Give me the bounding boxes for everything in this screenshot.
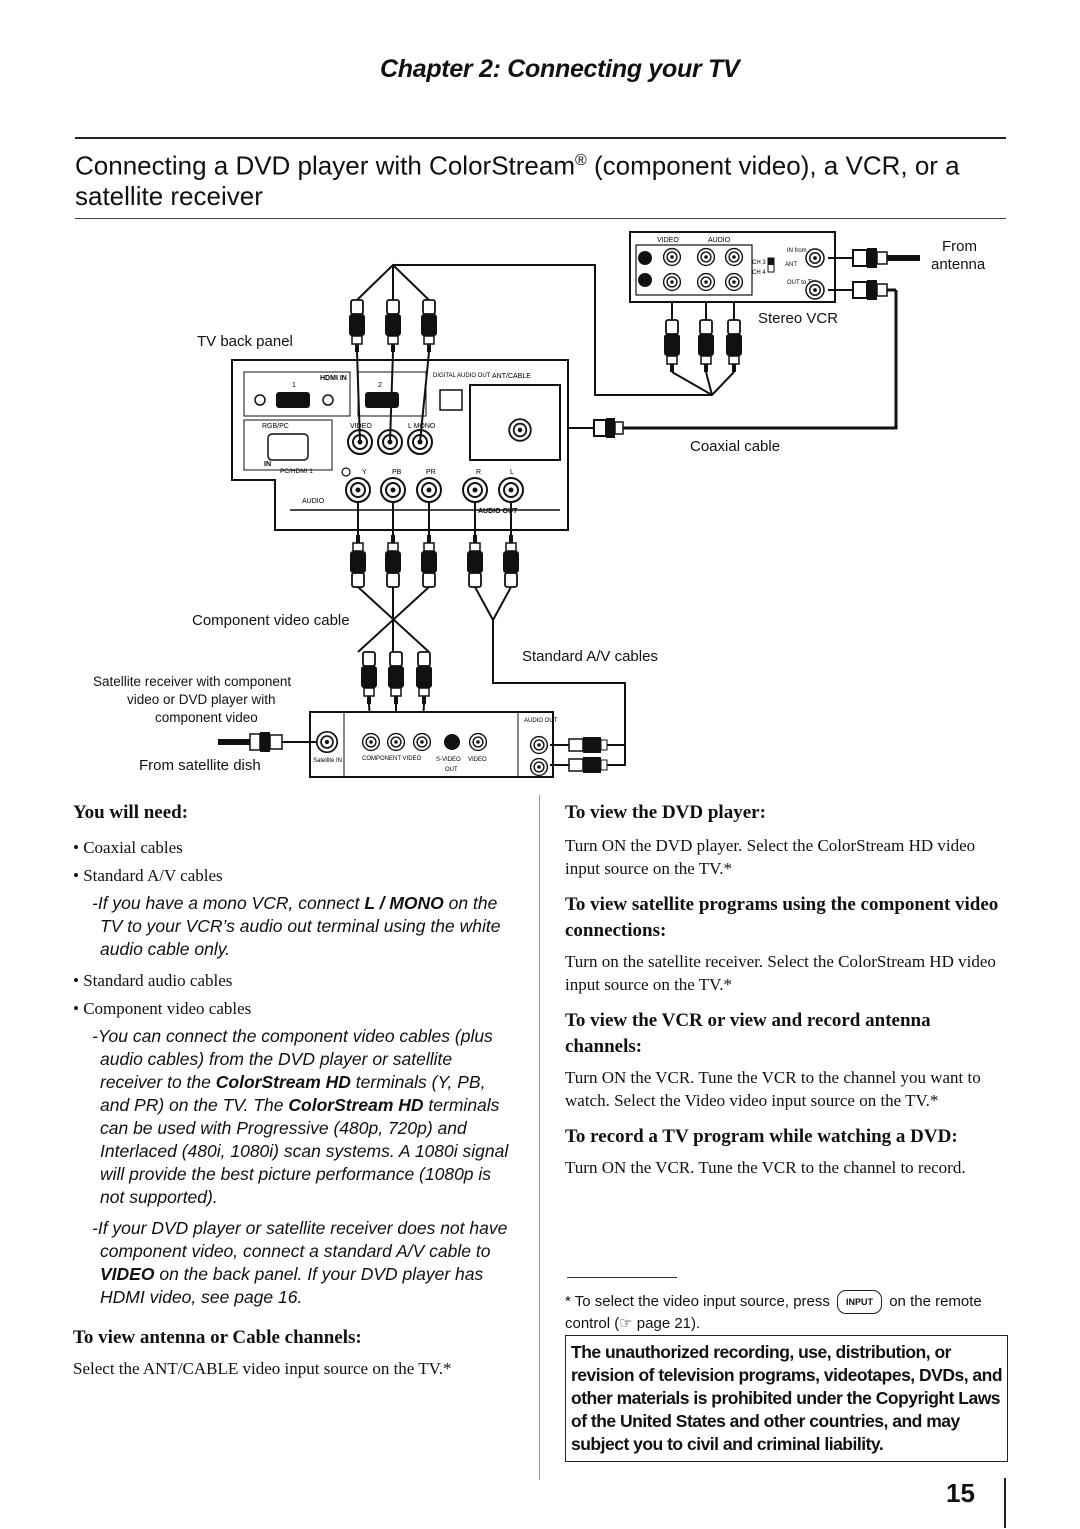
from-antenna-label-1: From xyxy=(942,238,977,255)
from-antenna-label-2: antenna xyxy=(931,256,986,273)
vcr-text: Turn ON the VCR. Tune the VCR to the cha… xyxy=(565,1068,981,1110)
column-divider xyxy=(539,795,540,1480)
input-key-icon: INPUT xyxy=(837,1290,883,1314)
standard-av-cables-item: • Standard A/V cables xyxy=(73,866,223,885)
tv-audio-label: AUDIO xyxy=(302,498,325,505)
tv-audio-out-label: AUDIO OUT xyxy=(478,508,518,515)
note3-text-a: -If your DVD player or satellite receive… xyxy=(92,1218,508,1261)
tv-hdmi-in-label: HDMI IN xyxy=(320,375,347,382)
dvd-heading: To view the DVD player: xyxy=(565,802,766,823)
satellite-heading: To view satellite programs using the com… xyxy=(565,894,999,941)
dvd-text: Turn ON the DVD player. Select the Color… xyxy=(565,836,976,878)
tv-back-panel: HDMI IN 1 2 DIGITAL AUDIO OUT ANT/CABLE … xyxy=(231,359,569,531)
record-text: Turn ON the VCR. Tune the VCR to the cha… xyxy=(565,1158,966,1177)
page-number: 15 xyxy=(946,1478,975,1508)
note3-text-c: on the back panel. If your DVD player ha… xyxy=(100,1264,484,1307)
footnote: * To select the video input source, pres… xyxy=(565,1290,1010,1334)
section-title-part1: Connecting a DVD player with ColorStream xyxy=(75,150,575,181)
vcr-video-label: VIDEO xyxy=(657,237,679,244)
sat-svideo-label: S-VIDEO xyxy=(436,757,461,763)
footnote-text-a: * To select the video input source, pres… xyxy=(565,1292,830,1310)
sat-video-label: VIDEO xyxy=(468,757,487,763)
tv-hdmi-1-label: 1 xyxy=(292,382,296,389)
component-video-cables-item: • Component video cables xyxy=(73,999,252,1018)
footnote-text-b: on the remote control (☞ page 21). xyxy=(565,1292,982,1332)
antenna-connector xyxy=(620,248,920,430)
sat-component-label: COMPONENT VIDEO xyxy=(362,756,422,762)
mono-vcr-note: -If you have a mono VCR, connect L / MON… xyxy=(73,892,518,961)
tv-r-label: R xyxy=(476,469,481,476)
vcr-heading: To view the VCR or view and record anten… xyxy=(565,1010,931,1057)
vcr-audio-label: AUDIO xyxy=(708,237,731,244)
tv-video-label: VIDEO xyxy=(350,423,372,430)
registered-mark: ® xyxy=(575,152,587,169)
vcr-ch4-label: CH 4 xyxy=(752,270,766,276)
sat-audio-out-label: AUDIO OUT xyxy=(524,718,558,724)
satellite-receiver-label-3: component video xyxy=(155,710,258,725)
no-component-note: -If your DVD player or satellite receive… xyxy=(73,1217,518,1309)
vcr-panel: VIDEO AUDIO CH 3 CH 4 IN from ANT OUT to… xyxy=(629,231,836,303)
connection-diagram: VIDEO AUDIO CH 3 CH 4 IN from ANT OUT to… xyxy=(218,231,920,778)
coaxial-cable-label: Coaxial cable xyxy=(690,438,781,455)
note1-text-a: -If you have a mono VCR, connect xyxy=(92,893,365,913)
sat-in-label: Satellite IN xyxy=(313,758,342,764)
footnote-rule xyxy=(567,1277,677,1278)
tv-back-panel-label: TV back panel xyxy=(197,333,293,350)
stereo-vcr-label: Stereo VCR xyxy=(758,310,839,327)
title-rule xyxy=(75,218,1006,219)
record-heading: To record a TV program while watching a … xyxy=(565,1126,958,1147)
coaxial-cables-item: • Coaxial cables xyxy=(73,838,183,857)
component-video-cable-label: Component video cable xyxy=(192,612,350,629)
satellite-receiver-panel: Satellite IN COMPONENT VIDEO S-VIDEO VID… xyxy=(309,711,558,778)
from-satellite-dish-label: From satellite dish xyxy=(139,757,261,774)
you-will-need-heading: You will need: xyxy=(73,802,189,823)
satellite-dish-cable xyxy=(218,732,316,752)
vcr-ant-label: ANT xyxy=(785,262,797,268)
vcr-ch3-label: CH 3 xyxy=(752,260,766,266)
tv-pr-label: PR xyxy=(426,469,436,476)
tv-digital-audio-label: DIGITAL AUDIO OUT xyxy=(433,373,491,379)
note3-text-b: VIDEO xyxy=(100,1264,155,1284)
tv-pb-label: PB xyxy=(392,469,402,476)
tv-pc-hdmi1-label: PC/HDMI 1 xyxy=(280,468,313,475)
tv-y-label: Y xyxy=(362,469,367,476)
left-column: You will need: • Coaxial cables • Standa… xyxy=(73,795,518,1380)
antenna-heading: To view antenna or Cable channels: xyxy=(73,1327,362,1348)
right-column: To view the DVD player: Turn ON the DVD … xyxy=(565,795,1010,1179)
tv-in-label: IN xyxy=(264,461,271,468)
chapter-title: Chapter 2: Connecting your TV xyxy=(380,55,740,83)
vcr-out-to-tv-label: OUT to TV xyxy=(787,280,815,286)
note2-text-e: terminals can be used with Progressive (… xyxy=(100,1095,509,1207)
tv-rgb-pc-label: RGB/PC xyxy=(262,423,289,430)
tv-hdmi-2-label: 2 xyxy=(378,382,382,389)
header-rule xyxy=(75,137,1006,139)
satellite-receiver-label-1: Satellite receiver with component xyxy=(93,674,292,689)
tv-l-label: L xyxy=(510,469,514,476)
sat-audio-plugs xyxy=(550,737,608,773)
copyright-warning: The unauthorized recording, use, distrib… xyxy=(565,1335,1008,1462)
standard-audio-cables-item: • Standard audio cables xyxy=(73,971,233,990)
note1-text-b: L / MONO xyxy=(364,893,444,913)
note1-text-c: on the TV to your VCR’s audio out termin… xyxy=(100,893,501,959)
section-title-part2: (component video), a VCR, or a satellite… xyxy=(75,150,960,211)
standard-av-cables-label: Standard A/V cables xyxy=(522,648,658,665)
vcr-in-from-label: IN from xyxy=(787,248,807,254)
sat-out-label: OUT xyxy=(445,767,458,773)
note2-text-b: ColorStream HD xyxy=(215,1072,351,1092)
tv-ant-cable-label: ANT/CABLE xyxy=(492,373,531,380)
antenna-text: Select the ANT/CABLE video input source … xyxy=(73,1359,452,1378)
section-title: Connecting a DVD player with ColorStream… xyxy=(75,146,1010,211)
satellite-text: Turn on the satellite receiver. Select t… xyxy=(565,952,996,994)
note2-text-d: ColorStream HD xyxy=(288,1095,424,1115)
page-number-bar xyxy=(1004,1478,1006,1528)
component-note: -You can connect the component video cab… xyxy=(73,1025,518,1209)
note2-text-a: -You can connect the component video cab… xyxy=(92,1026,493,1092)
note2-text-c: terminals (Y, PB, and PR) on the TV. The xyxy=(100,1072,486,1115)
satellite-receiver-label-2: video or DVD player with xyxy=(127,692,276,707)
